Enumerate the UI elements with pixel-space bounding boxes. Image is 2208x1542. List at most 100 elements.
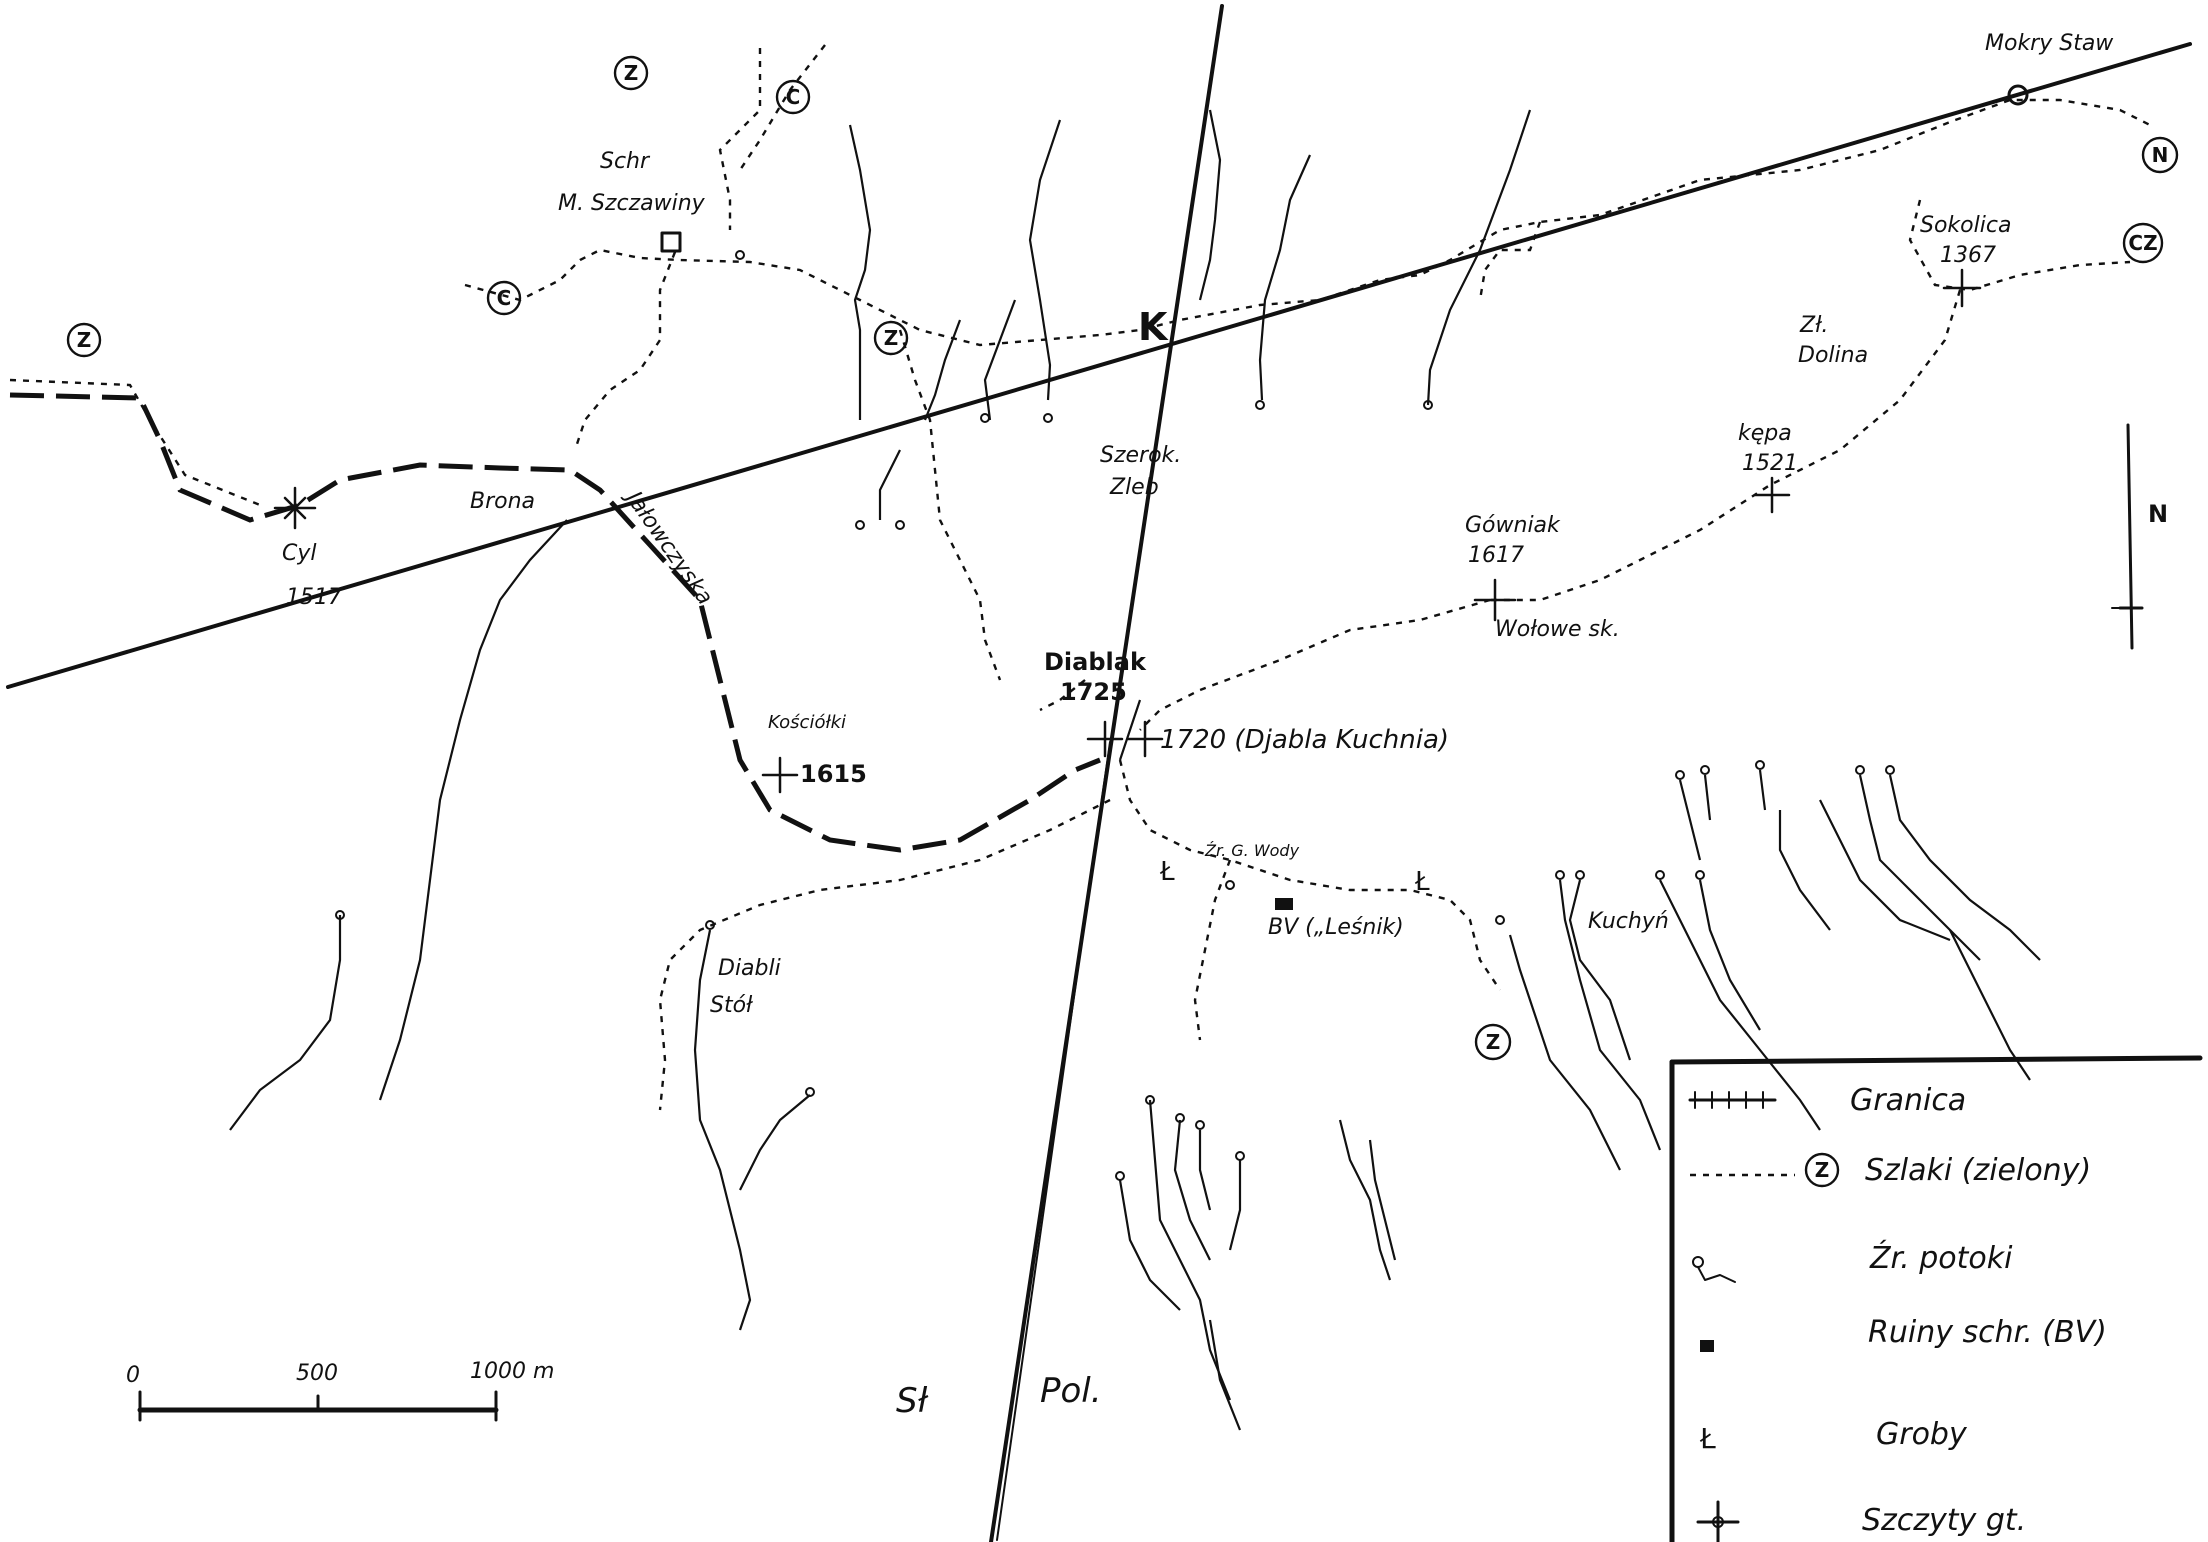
trail-path xyxy=(573,251,677,451)
label-szeroki: Szerok. xyxy=(1100,443,1181,468)
trail-path xyxy=(898,329,1002,681)
stream xyxy=(1703,774,1712,821)
stream xyxy=(1508,934,1621,1171)
trail-mark-z: Z xyxy=(873,320,909,356)
svg-text:C: C xyxy=(786,85,801,109)
label-sl: Sł xyxy=(896,1381,929,1421)
legend-peaks: Szczyty gt. xyxy=(1862,1503,2026,1538)
mokry-staw-pond xyxy=(2007,84,2029,106)
stream xyxy=(848,124,872,420)
stream xyxy=(1198,109,1222,301)
trail-path xyxy=(1193,859,1232,1041)
label-diablak: Diablak xyxy=(1044,648,1147,676)
label-gowniak: Gówniak xyxy=(1465,513,1561,538)
stream xyxy=(1368,1139,1397,1261)
stream xyxy=(1698,879,1761,1031)
label-koscielki: Kościółki xyxy=(768,712,846,733)
grave-marker: Ł xyxy=(1414,867,1430,897)
svg-text:Z: Z xyxy=(77,328,92,352)
trail-path xyxy=(9,378,261,507)
line-marker-k: K xyxy=(1138,305,1169,349)
stream xyxy=(1568,879,1632,1061)
stream xyxy=(739,1094,811,1191)
label-diabla-kuchnia: 1720 (Djabla Kuchnia) xyxy=(1160,725,1449,755)
label-mokry-staw: Mokry Staw xyxy=(1985,31,2114,56)
stream xyxy=(378,519,568,1101)
label-kepa-elev: 1521 xyxy=(1742,451,1798,476)
label-wolowe-sk: Wołowe sk. xyxy=(1495,617,1620,642)
trail-path xyxy=(658,798,1111,1111)
stream xyxy=(1118,1179,1181,1311)
stream xyxy=(1228,1160,1242,1251)
svg-text:Ł: Ł xyxy=(1699,1422,1716,1455)
label-cyl-elev: 1517 xyxy=(286,585,342,610)
label-zl-dolina: Zł. xyxy=(1799,313,1828,338)
legend-trail-marker: Z xyxy=(1815,1158,1830,1182)
stream xyxy=(1426,109,1532,406)
stream xyxy=(229,915,342,1131)
stream xyxy=(1659,879,1821,1131)
label-schr: Schr xyxy=(600,149,651,174)
trail-path xyxy=(1478,221,1542,301)
label-diablak-elev: 1725 xyxy=(1060,678,1127,706)
label-zl-dolina-2: Dolina xyxy=(1798,343,1868,368)
label-jalowcowa: Jałowczyska xyxy=(619,484,718,610)
trail-path xyxy=(464,98,2151,347)
trail-path xyxy=(1139,598,1491,731)
legend: Granica Z Szlaki (zielony) Źr. potoki Ru… xyxy=(1669,1055,2203,1542)
scale-tick-0: 0 xyxy=(126,1363,140,1388)
trail-mark-n: N xyxy=(2141,136,2179,174)
spring-markers xyxy=(335,250,1895,1181)
svg-text:C: C xyxy=(497,286,512,310)
label-m-szczawiny: M. Szczawiny xyxy=(558,191,706,216)
stream xyxy=(1173,1119,1211,1261)
label-zr-g-wody: Źr. G. Wody xyxy=(1204,841,1300,860)
stream xyxy=(1258,154,1312,401)
label-cyl: Cyl xyxy=(282,541,317,566)
grave-marker: Ł xyxy=(1159,857,1175,887)
label-sokolica: Sokolica xyxy=(1920,213,2011,238)
trail-path xyxy=(1490,289,1962,602)
stream xyxy=(1028,119,1062,401)
trail-path xyxy=(739,44,826,171)
trail-mark-z: Z xyxy=(613,55,649,91)
stream xyxy=(1949,929,2031,1081)
stream xyxy=(1198,1130,1212,1211)
label-koscielki-elev: 1615 xyxy=(800,760,867,788)
stream xyxy=(1678,779,1702,861)
label-kepa: kępa xyxy=(1738,421,1792,446)
stream xyxy=(1888,774,2041,961)
shelter-icon xyxy=(660,231,682,253)
stream xyxy=(1778,810,1831,931)
line-west-east xyxy=(6,42,2192,689)
label-pol: Pol. xyxy=(1040,1371,1102,1411)
ruins-icon xyxy=(1275,898,1293,910)
scale-tick-500: 500 xyxy=(296,1361,338,1386)
stream xyxy=(1558,879,1662,1151)
stream xyxy=(923,319,962,421)
scale-tick-1000: 1000 m xyxy=(470,1359,554,1384)
peak-markers xyxy=(273,268,1982,794)
trail-mark-c: C xyxy=(775,79,811,115)
svg-text:Z: Z xyxy=(884,326,899,350)
trail-path xyxy=(1118,759,1501,991)
stream xyxy=(878,449,901,520)
legend-trails: Szlaki (zielony) xyxy=(1865,1153,2091,1188)
stream xyxy=(1118,699,1142,761)
stream xyxy=(1758,769,1767,811)
legend-springs: Źr. potoki xyxy=(1869,1240,2013,1276)
legend-border: Granica xyxy=(1850,1083,1966,1118)
svg-text:N: N xyxy=(2152,143,2169,167)
north-arrow-label: N xyxy=(2148,500,2168,528)
north-arrow: N xyxy=(2111,423,2168,650)
scale-bar: 0 500 1000 m xyxy=(126,1359,554,1422)
label-gowniak-elev: 1617 xyxy=(1468,543,1524,568)
border-line xyxy=(9,392,1101,853)
stream xyxy=(1819,799,1951,942)
trail-mark-cz: CZ xyxy=(2122,222,2164,264)
label-diabli-stol: Diabli xyxy=(718,956,781,981)
stream xyxy=(1148,1099,1232,1401)
trail-path xyxy=(1908,199,2131,292)
trail-mark-z: Z xyxy=(66,322,102,358)
